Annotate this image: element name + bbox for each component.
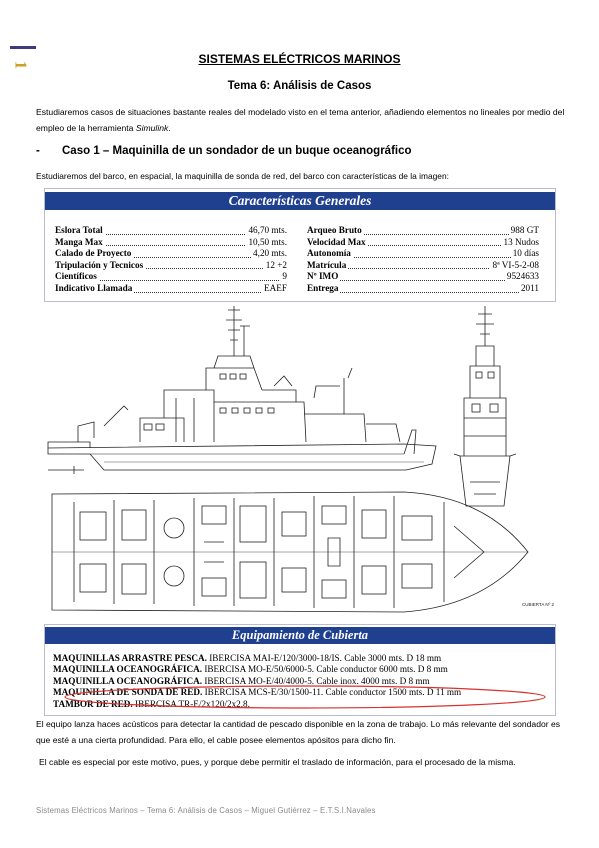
document-subtitle: Tema 6: Análisis de Casos: [227, 80, 372, 92]
spec-left-dot-leader: [55, 233, 287, 235]
spec-left-row: Calado de Proyecto 4,20 mts.: [55, 248, 287, 260]
spec-left-row: Manga Max 10,50 mts.: [55, 236, 287, 249]
ship-drawing-svg: CUBIERTA Nº 2: [47, 306, 554, 613]
spec-left-label: Tripulación y Tecnicos: [55, 259, 146, 270]
spec-left-value: 10,50 mts.: [246, 236, 287, 249]
equipment-spec: IBERCISA MAI-E/120/3000-18/IS. Cable 300…: [209, 653, 442, 663]
spec-left-row: Científicos 9: [55, 271, 287, 283]
page-number-bar: [10, 46, 36, 49]
spec-right-dot-leader: [307, 268, 539, 270]
equipment-list: MAQUINILLAS ARRASTRE PESCA. IBERCISA MAI…: [53, 653, 553, 710]
equipment-name: MAQUINILLA DE SONDA DE RED.: [53, 687, 203, 698]
equipment-panel: Equipamiento de Cubierta MAQUINILLAS ARR…: [44, 624, 556, 716]
equipment-line: MAQUINILLAS ARRASTRE PESCA. IBERCISA MAI…: [53, 653, 553, 664]
ship-drawings: CUBIERTA Nº 2: [44, 306, 556, 624]
spec-right-dot-leader: [307, 291, 539, 293]
body-paragraph-1: El equipo lanza haces acústicos para det…: [36, 719, 561, 745]
spec-left-dot-leader: [55, 279, 287, 281]
spec-left-label: Calado de Proyecto: [55, 248, 134, 259]
equipment-name: TAMBOR DE RED.: [53, 698, 133, 709]
equipment-name: MAQUINILLA OCEANOGRÁFICA.: [53, 675, 203, 686]
ship-profile-drawing: [47, 306, 437, 474]
characteristics-title: Características Generales: [228, 193, 372, 208]
spec-left-value: EAEF: [262, 282, 287, 295]
spec-right-value: 10 días: [510, 248, 539, 260]
spec-right-value: 988 GT: [508, 225, 539, 237]
body-paragraph-2: El cable es especial por este motivo, pu…: [39, 757, 516, 767]
equipment-title: Equipamiento de Cubierta: [231, 628, 369, 642]
case-heading-text: Caso 1 – Maquinilla de un sondador de un…: [62, 145, 412, 157]
equipment-line: MAQUINILLA OCEANOGRÁFICA. IBERCISA MO-E/…: [53, 664, 553, 675]
ship-front-view-drawing: [453, 306, 517, 507]
equipment-name: MAQUINILLA OCEANOGRÁFICA.: [53, 664, 203, 675]
characteristics-panel: Características Generales Eslora Total 46…: [44, 188, 556, 302]
spec-right-dot-leader: [307, 245, 539, 247]
ship-figure: Características Generales Eslora Total 46…: [44, 188, 556, 716]
spec-left-label: Eslora Total: [55, 225, 105, 235]
page-number: 1: [10, 46, 36, 74]
spec-right-label: Velocidad Max: [307, 236, 368, 247]
spec-right-row: Nº IMO 9524633: [307, 271, 539, 283]
equipment-spec: IBERCISA MO-E/40/4000-5. Cable inox. 400…: [204, 675, 430, 686]
case-intro: Estudiaremos del barco, en espacial, la …: [36, 171, 449, 181]
spec-right-label: Nº IMO: [307, 271, 341, 282]
spec-right-dot-leader: [307, 233, 539, 235]
spec-left-value: 12 +2: [263, 259, 287, 272]
equipment-line: MAQUINILLA OCEANOGRÁFICA. IBERCISA MO-E/…: [53, 676, 553, 687]
spec-left-row: Tripulación y Tecnicos 12 +2: [55, 259, 287, 272]
spec-right-label: Arqueo Bruto: [307, 225, 364, 235]
intro-text: Estudiaremos casos de situaciones bastan…: [36, 107, 565, 133]
page-footer: Sistemas Eléctricos Marinos – Tema 6: An…: [36, 806, 376, 815]
highlight-ellipse: [64, 685, 546, 709]
spec-right-value: 9524633: [504, 271, 539, 283]
spec-left-value: 46,70 mts.: [246, 225, 287, 237]
spec-left-label: Manga Max: [55, 236, 105, 247]
spec-right-value: 2011: [518, 282, 539, 295]
case-heading: - Caso 1 – Maquinilla de un sondador de …: [36, 145, 412, 157]
spec-right-label: Matrícula: [307, 259, 349, 270]
spec-right-row: Arqueo Bruto 988 GT: [307, 225, 539, 237]
spec-left-label: Científicos: [55, 271, 99, 282]
spec-left-row: Indicativo Llamada EAEF: [55, 282, 287, 295]
spec-left-value: 9: [280, 271, 287, 283]
spec-left-row: Eslora Total 46,70 mts.: [55, 225, 287, 237]
equipment-banner: Equipamiento de Cubierta: [45, 627, 555, 644]
equipment-name: MAQUINILLAS ARRASTRE PESCA.: [53, 653, 207, 663]
spec-left-dot-leader: [55, 268, 287, 270]
spec-right-dot-leader: [307, 256, 539, 258]
intro-end: .: [168, 123, 171, 133]
spec-left-dot-leader: [55, 256, 287, 258]
equipment-spec: IBERCISA TR-E/2x120/2x2.8.: [135, 698, 250, 709]
spec-left-value: 4,20 mts.: [251, 248, 287, 260]
spec-left-dot-leader: [55, 291, 287, 293]
spec-column-left: Eslora Total 46,70 mts. Manga Max 10,50 mts…: [55, 225, 287, 295]
deck-plan-label: CUBIERTA Nº 2: [522, 602, 554, 607]
spec-right-row: Autonomía 10 días: [307, 248, 539, 260]
equipment-line: TAMBOR DE RED. IBERCISA TR-E/2x120/2x2.8…: [53, 699, 553, 710]
spec-right-value: 13 Nudos: [501, 236, 539, 249]
spec-right-dot-leader: [307, 279, 539, 281]
document-title: SISTEMAS ELÉCTRICOS MARINOS: [198, 52, 401, 66]
equipment-line: MAQUINILLA DE SONDA DE RED. IBERCISA MCS…: [53, 687, 553, 698]
intro-paragraph: Estudiaremos casos de situaciones bastan…: [36, 104, 566, 136]
deck-plan-drawing: [51, 491, 529, 613]
spec-right-row: Entrega 2011: [307, 282, 539, 295]
intro-emphasis: Simulink: [135, 123, 169, 133]
case-dash: -: [36, 145, 40, 157]
spec-left-dot-leader: [55, 245, 287, 247]
spec-right-row: Velocidad Max 13 Nudos: [307, 236, 539, 249]
equipment-spec: IBERCISA MCS-E/30/1500-11. Cable conduct…: [204, 687, 462, 698]
spec-right-label: Entrega: [307, 282, 341, 293]
spec-right-value: 8ª VI-5-2-08: [490, 259, 539, 272]
characteristics-banner: Características Generales: [45, 192, 555, 210]
spec-left-label: Indicativo Llamada: [55, 282, 135, 293]
spec-right-row: Matrícula 8ª VI-5-2-08: [307, 259, 539, 272]
spec-right-label: Autonomía: [307, 248, 353, 259]
equipment-spec: IBERCISA MO-E/50/6000-5. Cable conductor…: [204, 664, 448, 675]
